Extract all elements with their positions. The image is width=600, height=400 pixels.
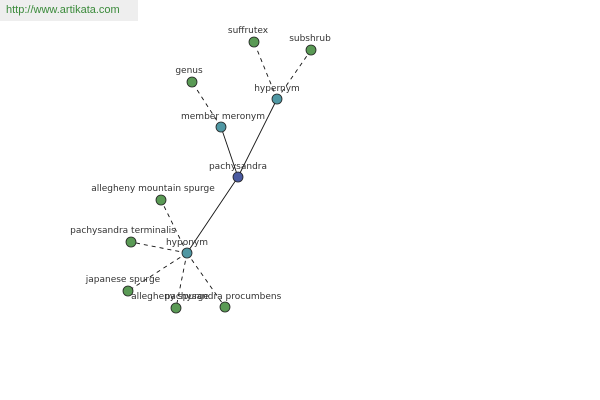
label-leaf-genus: genus [175,66,203,76]
edge-center-to-hypernym [237,98,278,178]
label-relation-member-meronym: member meronym [181,112,265,122]
node-leaf-allegheny-spurge[interactable] [170,302,182,314]
edge-hypernym-to-suffrutex [253,41,278,100]
label-leaf-subshrub: subshrub [289,34,331,44]
node-relation-hypernym[interactable] [271,93,283,105]
edge-hyponym-to-japanese-spurge [127,252,188,292]
node-relation-hyponym[interactable] [181,247,193,259]
label-leaf-pachysandra-terminalis: pachysandra terminalis [70,226,176,236]
node-leaf-allegheny-mountain-spurge[interactable] [155,194,167,206]
label-center: pachysandra [209,162,267,172]
label-relation-hyponym: hyponym [166,238,208,248]
edge-member-meronym-to-genus [191,81,222,128]
node-leaf-subshrub[interactable] [305,44,317,56]
label-leaf-allegheny-spurge: allegheny spurge [131,292,209,302]
node-leaf-genus[interactable] [186,76,198,88]
node-leaf-pachysandra-procumbens[interactable] [219,301,231,313]
label-leaf-allegheny-mountain-spurge: allegheny mountain spurge [91,184,215,194]
node-leaf-suffrutex[interactable] [248,36,260,48]
label-leaf-suffrutex: suffrutex [228,26,269,36]
node-center[interactable] [232,171,244,183]
site-url-link[interactable]: http://www.artikata.com [6,4,120,16]
label-leaf-japanese-spurge: japanese spurge [85,275,161,285]
edge-center-to-hyponym [186,176,239,254]
node-leaf-japanese-spurge[interactable] [122,285,134,297]
edge-hyponym-to-allegheny-mountain-spurge [160,199,188,254]
edge-hypernym-to-subshrub [276,49,312,100]
label-leaf-pachysandra-procumbens: pachysandra procumbens [165,292,282,302]
node-relation-member-meronym[interactable] [215,121,227,133]
edge-center-to-member-meronym [220,126,239,178]
edge-hyponym-to-allegheny-spurge [175,252,188,309]
edge-hyponym-to-pachysandra-terminalis [130,241,188,254]
node-leaf-pachysandra-terminalis[interactable] [125,236,137,248]
label-relation-hypernym: hypernym [254,84,300,94]
site-banner: http://www.artikata.com [0,0,138,21]
edge-hyponym-to-pachysandra-procumbens [186,252,226,308]
